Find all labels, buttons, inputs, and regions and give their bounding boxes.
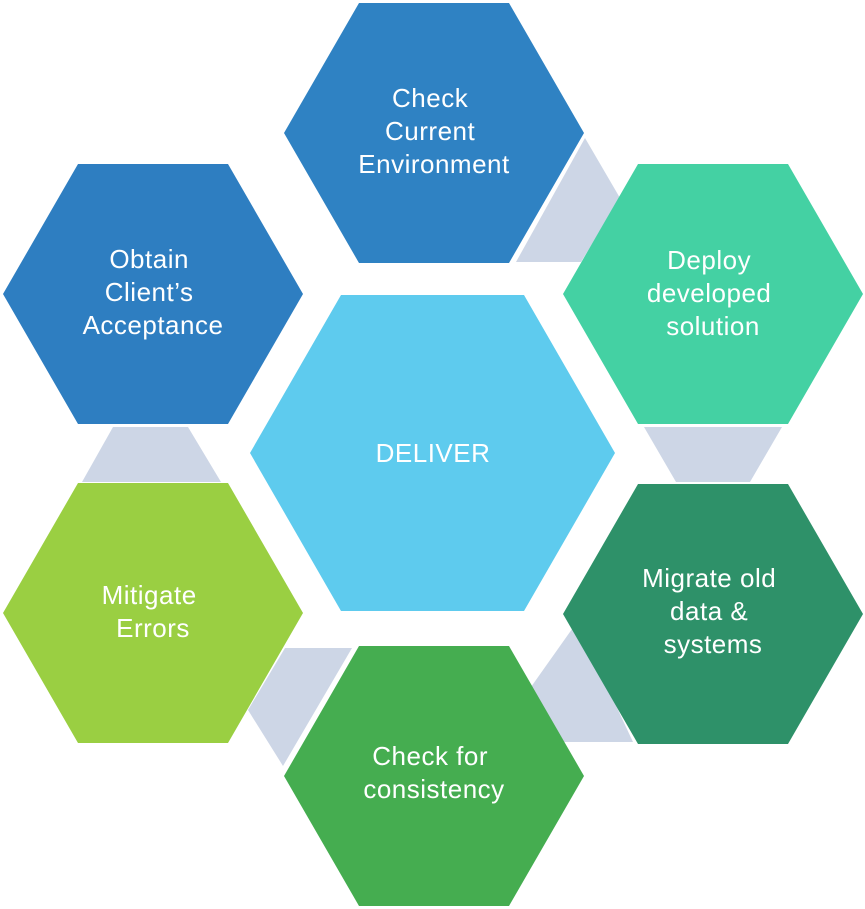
connectors [82,138,782,766]
step-label-line: Migrate old [642,563,776,593]
connector-top-to-deploy [516,138,620,262]
step-label-line: solution [666,311,760,341]
step-label-line: Obtain [109,244,189,274]
step-label-line: developed [647,278,772,308]
hexagon-migrate-old-data-systems [563,484,863,744]
hexagon-obtain-clients-acceptance [3,164,303,424]
step-label-line: data & [670,596,748,626]
step-label-line: systems [664,629,763,659]
hexagon-mitigate-errors [3,483,303,743]
connector-mitigate-to-obtain [82,427,221,482]
step-label-check-for-consistency: Check for consistency [363,741,504,804]
step-label-line: Current [385,116,475,146]
labels: DELIVER Check Current Environment Deploy… [83,83,784,804]
step-label-check-current-environment: Check Current Environment [358,83,510,179]
connector-consistency-to-mitigate [248,648,352,766]
hexagons [3,3,863,906]
step-label-line: consistency [363,774,504,804]
step-label-line: Errors [116,613,190,643]
step-label-migrate-old-data-systems: Migrate old data & systems [642,563,784,659]
step-label-line: Check for [372,741,488,771]
step-label-line: Acceptance [83,310,224,340]
step-label-line: Client’s [105,277,194,307]
hexagon-check-for-consistency [284,646,584,906]
step-label-line: Environment [358,149,510,179]
step-label-obtain-clients-acceptance: Obtain Client’s Acceptance [83,244,224,340]
hexagon-check-current-environment [284,3,584,263]
step-label-line: Mitigate [102,580,197,610]
center-hexagon [250,295,615,611]
step-label-line: Deploy [667,245,751,275]
hexagon-deploy-developed-solution [563,164,863,424]
step-label-deploy-developed-solution: Deploy developed solution [647,245,779,341]
step-label-mitigate-errors: Mitigate Errors [102,580,205,643]
connector-migrate-to-consistency [531,622,633,742]
center-label: DELIVER [376,438,491,468]
step-label-line: Check [392,83,469,113]
connector-deploy-to-migrate [644,427,782,482]
